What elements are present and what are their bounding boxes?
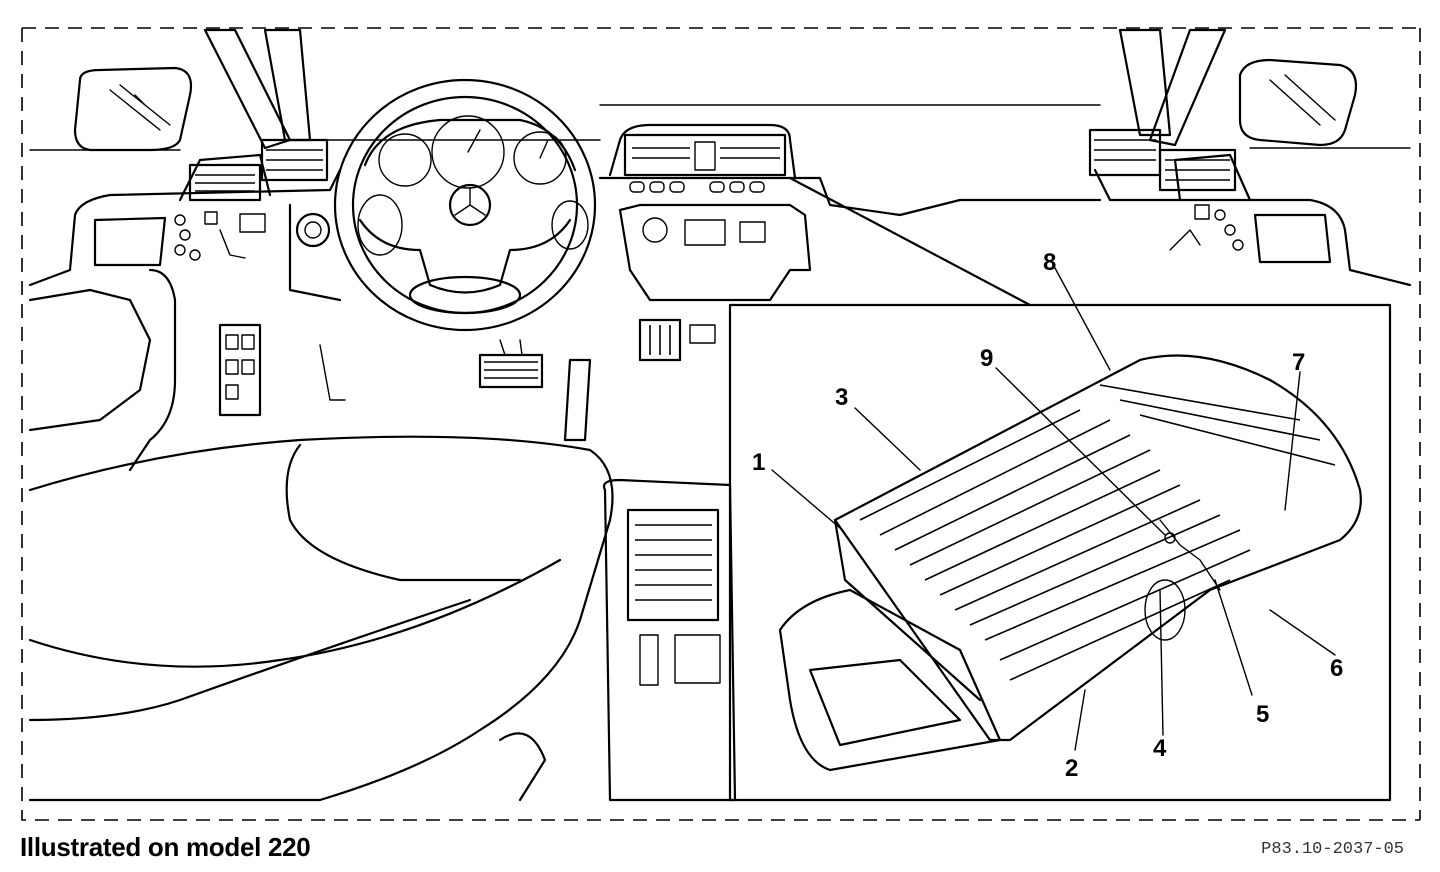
right-door-controls <box>1169 204 1244 251</box>
left-door <box>28 268 262 472</box>
callout-5: 5 <box>1256 701 1269 728</box>
driver-seat <box>28 435 614 802</box>
figure-reference-code: P83.10-2037-05 <box>1261 840 1404 859</box>
center-stack <box>618 203 812 362</box>
inset-detail <box>778 354 1362 772</box>
outer-frame <box>21 27 1421 821</box>
callout-2: 2 <box>1065 755 1078 782</box>
callout-6: 6 <box>1330 655 1343 682</box>
center-radio <box>623 133 787 193</box>
callout-labels: 1 2 3 4 5 6 7 8 9 <box>752 249 1343 782</box>
figure-caption: Illustrated on model 220 <box>20 832 311 862</box>
callout-7: 7 <box>1292 349 1305 376</box>
center-console <box>602 478 737 802</box>
right-mirror <box>1238 58 1358 147</box>
instrument-cluster <box>363 115 577 189</box>
inset-box <box>728 303 1392 802</box>
callout-1: 1 <box>752 449 765 476</box>
a-pillars <box>203 28 1227 150</box>
callout-8: 8 <box>1043 249 1056 276</box>
callout-3: 3 <box>835 384 848 411</box>
callout-4: 4 <box>1153 735 1167 762</box>
side-vents <box>188 128 1237 202</box>
windshield <box>29 104 1411 151</box>
inset-leader-line <box>788 176 1032 307</box>
steering-wheel <box>333 78 597 332</box>
dashboard <box>28 123 1412 302</box>
callout-leaders <box>771 267 1336 751</box>
left-knob <box>295 212 331 248</box>
callout-9: 9 <box>980 345 993 372</box>
left-mirror <box>73 66 193 152</box>
pedals <box>319 339 592 442</box>
left-door-controls <box>174 211 266 261</box>
